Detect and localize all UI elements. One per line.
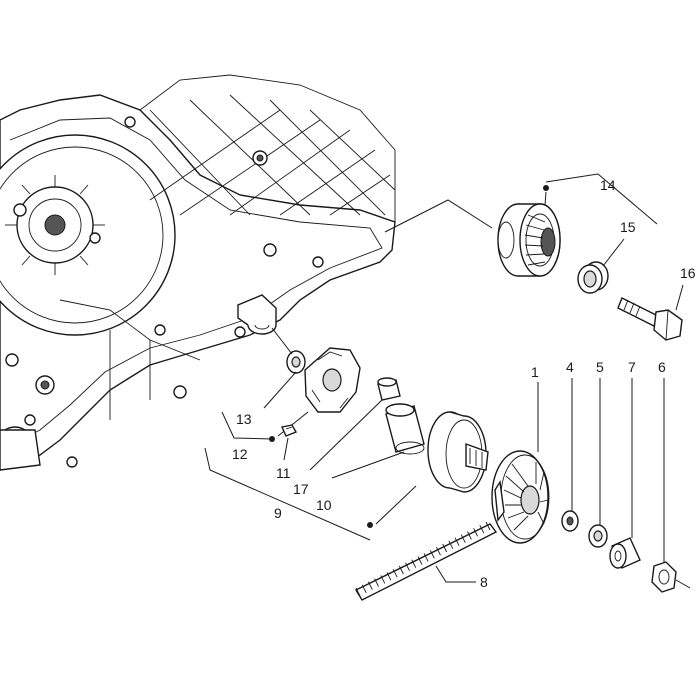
callout-7: 7	[628, 359, 636, 375]
bushing-17	[377, 377, 401, 401]
ramp-plate	[304, 347, 361, 413]
bracket-9	[204, 447, 371, 541]
callout-1: 1	[531, 364, 539, 380]
spacer-7	[609, 537, 641, 569]
bullet-9	[367, 522, 373, 528]
bracket-12	[221, 411, 273, 440]
callout-9: 9	[274, 505, 282, 521]
callout-12: 12	[232, 446, 248, 462]
bushing-10	[385, 403, 425, 455]
crankcase-cover	[0, 74, 396, 471]
nut-6	[651, 561, 677, 593]
callout-15: 15	[620, 219, 636, 235]
bearing-assembly-14	[497, 203, 561, 277]
pulley-half	[427, 411, 489, 493]
washer-4	[561, 510, 579, 532]
callout-17: 17	[293, 481, 309, 497]
callout-6: 6	[658, 359, 666, 375]
callout-13: 13	[236, 411, 252, 427]
seal-ring-15	[577, 261, 609, 294]
callout-10: 10	[316, 497, 332, 513]
callout-5: 5	[596, 359, 604, 375]
fan-pulley-1	[491, 450, 550, 544]
drive-belt-8	[355, 521, 498, 601]
callout-11: 11	[276, 465, 291, 481]
callout-4: 4	[566, 359, 574, 375]
bullet-12	[269, 436, 275, 442]
bracket-14	[545, 173, 658, 225]
ring-5	[588, 524, 608, 548]
callout-8: 8	[480, 574, 488, 590]
slider-11	[281, 424, 298, 437]
washer-13	[286, 350, 306, 374]
bolt-16	[617, 297, 683, 341]
bullet-14	[543, 185, 549, 191]
callout-14: 14	[600, 177, 616, 193]
callout-16: 16	[680, 265, 696, 281]
leader-case-to-bearing	[384, 199, 493, 233]
